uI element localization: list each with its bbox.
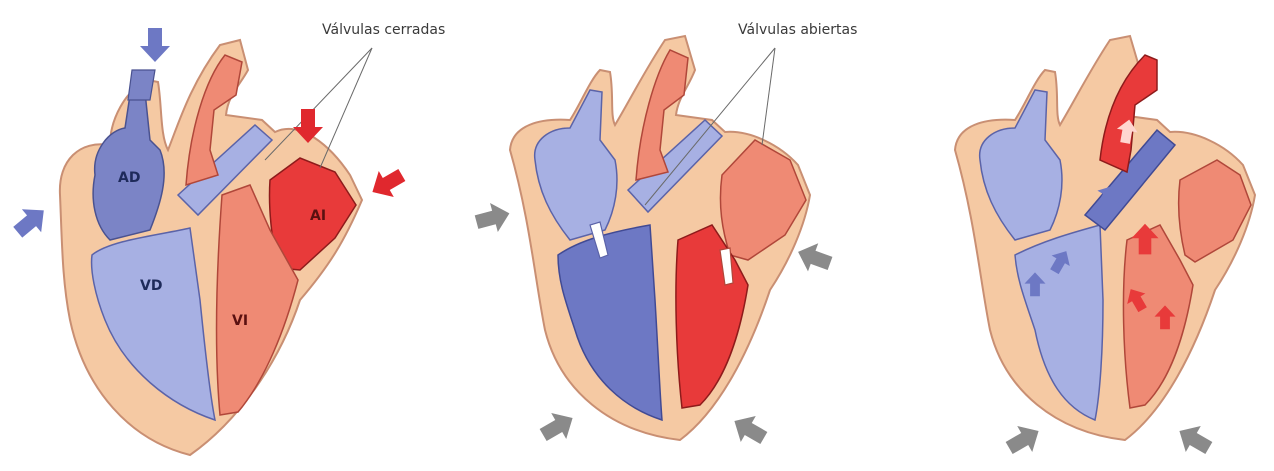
contraction-arrow-icon bbox=[727, 408, 771, 451]
label-left-atrium: AI bbox=[310, 208, 326, 224]
left-atrium bbox=[1179, 160, 1251, 262]
contraction-arrow-icon bbox=[1002, 418, 1046, 461]
contraction-arrow-icon bbox=[473, 199, 514, 237]
contraction-arrow-icon bbox=[1172, 418, 1216, 461]
contraction-arrow-icon bbox=[793, 238, 835, 278]
superior-vena-cava bbox=[128, 70, 155, 100]
label-right-atrium: AD bbox=[118, 170, 140, 186]
open-valves-label: Válvulas abiertas bbox=[738, 22, 857, 38]
heart-panel-2: Válvulas abiertas bbox=[473, 22, 858, 451]
label-right-ventricle: VD bbox=[140, 278, 162, 294]
inflow-arrow-icon bbox=[8, 199, 53, 244]
heart-panel-3 bbox=[955, 36, 1255, 461]
label-left-ventricle: VI bbox=[232, 313, 248, 329]
closed-valves-label: Válvulas cerradas bbox=[322, 22, 445, 38]
contraction-arrow-icon bbox=[536, 405, 580, 448]
inflow-arrow-icon bbox=[140, 28, 170, 62]
heart-panel-1: AD VD AI VI Válvulas cerradas bbox=[8, 22, 445, 455]
callout-line bbox=[762, 48, 775, 145]
inflow-arrow-icon bbox=[365, 162, 409, 205]
callout-line bbox=[320, 48, 372, 168]
